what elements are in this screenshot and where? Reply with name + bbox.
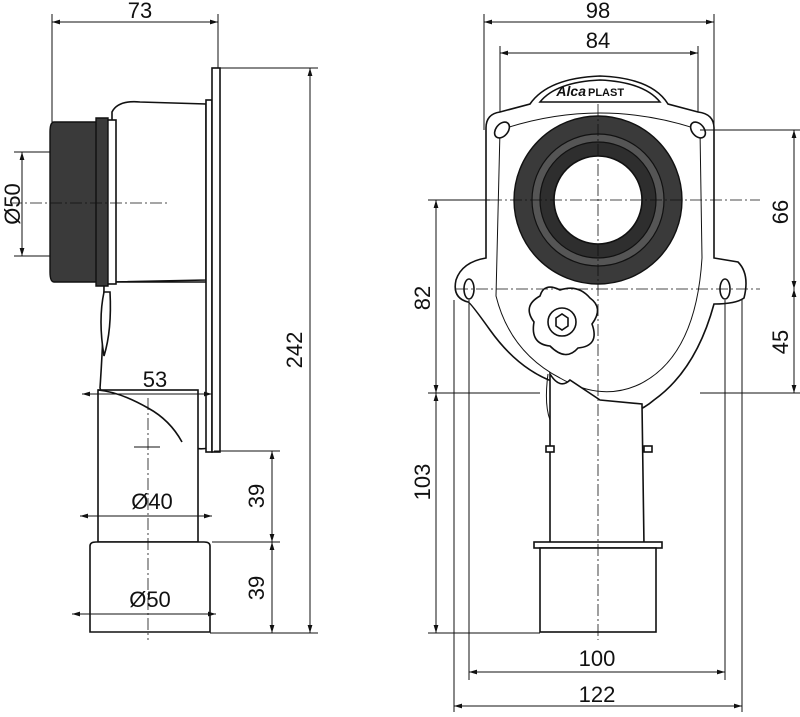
mounting-plate [211,67,221,453]
mounting-hole-top-left [493,121,511,139]
clip-right [643,445,653,453]
side-view: 73 Ø50 53 242 [0,0,318,640]
side-tab [100,291,112,357]
dim-bottom-inner: 100 [579,646,616,671]
clip-left [545,445,555,453]
outlet-pipe-front [549,371,645,547]
dim-hole-spacing-top: 84 [586,28,610,53]
dim-flange-width: 98 [586,0,610,23]
dim-pipe-diameter: Ø40 [131,489,173,514]
pipe-curve [545,373,551,421]
dim-left-lower: 103 [410,464,435,501]
dim-upper-height: 66 [768,200,793,224]
dim-bottom-outer: 122 [579,682,616,707]
dim-total-height: 242 [282,332,307,369]
dim-width-top: 73 [128,0,152,23]
dim-outlet-length: 39 [244,576,269,600]
dim-offset: 53 [143,367,167,392]
front-view: 98 84 Alca PLAST [410,0,800,712]
brand-logo-text-2: PLAST [588,87,624,99]
dim-left-upper: 82 [410,286,435,310]
mounting-plate-inner [205,99,213,453]
dim-lower-height: 45 [768,330,793,354]
logo-plate [538,79,662,103]
mounting-hole-top-right [689,121,707,139]
brand-logo-text-1: Alca [555,83,586,99]
dim-pipe-length: 39 [244,484,269,508]
dim-outlet-diameter: Ø50 [129,587,171,612]
trap-body-side [111,100,207,283]
outlet-sleeve [89,541,211,633]
inlet-rubber-lip [95,117,109,287]
valve-hex [555,313,569,331]
dim-inlet-diameter: Ø50 [0,183,25,225]
trap-inner-contour [495,112,703,393]
